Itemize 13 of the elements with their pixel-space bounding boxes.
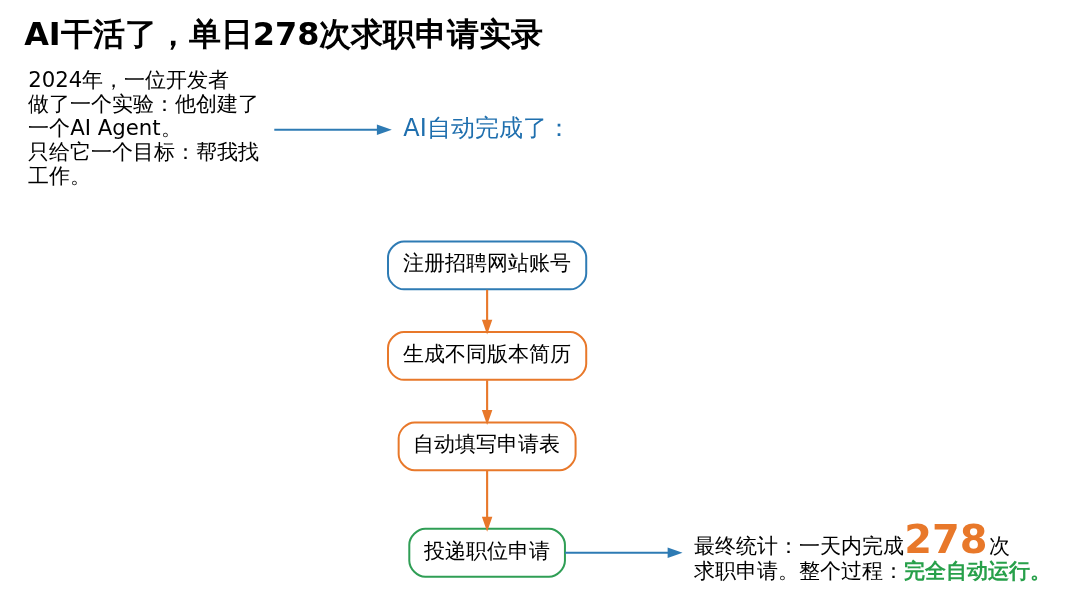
node-box: 投递职位申请 <box>408 527 566 578</box>
arrow <box>481 289 493 335</box>
node-text: AI自动完成了： <box>403 113 571 142</box>
arrow <box>274 124 392 135</box>
node-text: 2024年，一位开发者做了一个实验：他创建了一个AI Agent。只给它一个目标：帮我找工作。 <box>28 66 260 188</box>
arrow <box>481 380 493 426</box>
node-box: 生成不同版本简历 <box>387 330 588 381</box>
diagram-title: AI干活了，单日278次求职申请实录 <box>24 14 544 53</box>
arrow <box>481 470 493 532</box>
node-box: 注册招聘网站账号 <box>387 240 588 291</box>
arrow <box>565 547 683 558</box>
node-text: 最终统计：一天内完成278次求职申请。整个过程：完全自动运行。 <box>693 515 1052 583</box>
node-box: 自动填写申请表 <box>397 421 577 472</box>
